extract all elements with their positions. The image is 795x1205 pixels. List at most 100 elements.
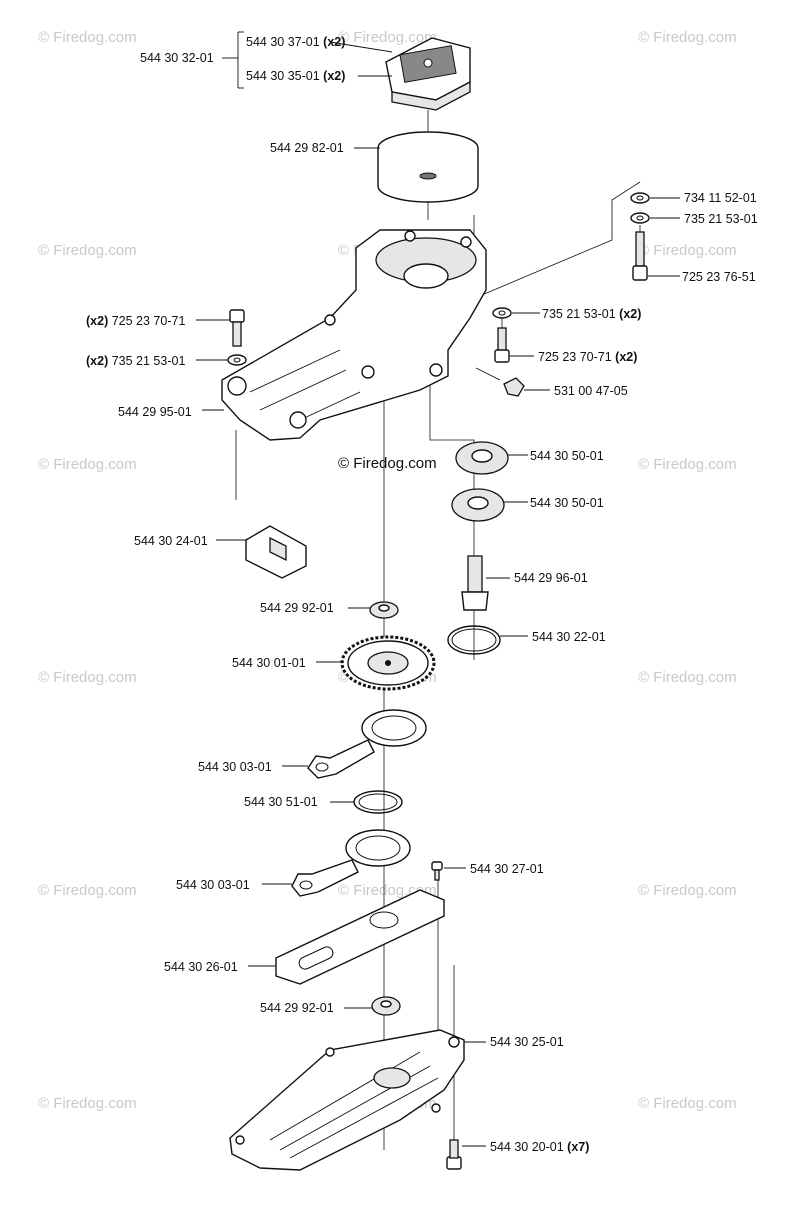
part-number: 544 30 03-01	[176, 878, 250, 892]
part-number: 544 30 35-01	[246, 69, 320, 83]
clutch-shoe-assembly	[329, 37, 471, 111]
guide-plate	[248, 889, 445, 985]
part-label: 544 30 26-01	[164, 960, 238, 974]
watermark: © Firedog.com	[338, 29, 437, 46]
watermark: © Firedog.com	[38, 669, 137, 686]
center-watermark: © Firedog.com	[338, 455, 437, 472]
part-number: 544 29 92-01	[260, 1001, 334, 1015]
part-number: 734 11 52-01	[684, 191, 757, 205]
watermark: © Firedog.com	[638, 456, 737, 473]
connecting-rod-upper	[282, 709, 427, 779]
part-number: 725 23 76-51	[682, 270, 756, 284]
part-label: 544 30 50-01	[530, 496, 604, 510]
part-number: 544 30 37-01	[246, 35, 320, 49]
watermark: © Firedog.com	[38, 456, 137, 473]
small-bearing-bottom	[344, 996, 401, 1016]
part-labels: 544 30 32-01 544 30 37-01 (x2) 544 30 35…	[86, 35, 758, 1154]
part-number: 544 30 20-01	[490, 1140, 564, 1154]
part-number: 544 29 95-01	[118, 405, 192, 419]
part-number: 544 30 03-01	[198, 760, 272, 774]
watermark: © Firedog.com	[38, 1095, 137, 1112]
part-label: 544 29 82-01	[270, 141, 344, 155]
circlip	[447, 625, 528, 655]
bottom-screw	[446, 1139, 486, 1170]
part-label: (x2) 735 21 53-01	[86, 354, 185, 368]
part-label: 544 30 20-01 (x7)	[490, 1140, 589, 1154]
part-label: 544 30 32-01	[140, 51, 214, 65]
small-screw	[431, 861, 466, 881]
screws-right	[475, 192, 680, 397]
part-label: 544 30 01-01	[232, 656, 306, 670]
part-number: 544 30 50-01	[530, 449, 604, 463]
watermark: © Firedog.com	[38, 242, 137, 259]
part-number: 725 23 70-71	[112, 314, 186, 328]
pinion-shaft	[461, 555, 510, 611]
label-bracket	[222, 31, 244, 89]
part-label: 544 30 50-01	[530, 449, 604, 463]
watermark: © Firedog.com	[638, 29, 737, 46]
part-number: 544 30 22-01	[532, 630, 606, 644]
part-label: 544 30 35-01 (x2)	[246, 69, 345, 83]
gear-wheel	[316, 635, 436, 691]
connecting-rod-lower	[262, 829, 411, 897]
gear-housing	[221, 229, 487, 441]
watermark: © Firedog.com	[38, 29, 137, 46]
bearings	[451, 441, 528, 522]
part-label: 544 30 51-01	[244, 795, 318, 809]
watermark: © Firedog.com	[38, 882, 137, 899]
part-number: 544 30 27-01	[470, 862, 544, 876]
part-label: 735 21 53-01	[684, 212, 758, 226]
part-number: 544 30 51-01	[244, 795, 318, 809]
watermark: © Firedog.com	[638, 882, 737, 899]
screws-left	[196, 309, 247, 411]
small-bearing-top	[348, 601, 399, 619]
part-number: 544 30 50-01	[530, 496, 604, 510]
watermark: © Firedog.com	[638, 1095, 737, 1112]
part-number: 544 30 24-01	[134, 534, 208, 548]
part-label: 725 23 76-51	[682, 270, 756, 284]
part-label: (x2) 725 23 70-71	[86, 314, 185, 328]
clutch-drum	[354, 131, 479, 203]
part-label: 544 30 27-01	[470, 862, 544, 876]
part-number: 544 29 82-01	[270, 141, 344, 155]
part-number: 735 21 53-01	[542, 307, 616, 321]
part-label: 544 30 22-01	[532, 630, 606, 644]
part-quantity: (x2)	[323, 69, 345, 83]
part-quantity: (x2)	[615, 350, 637, 364]
part-quantity: (x7)	[567, 1140, 589, 1154]
watermark: © Firedog.com	[638, 669, 737, 686]
part-number: 544 30 25-01	[490, 1035, 564, 1049]
part-label: 531 00 47-05	[554, 384, 628, 398]
gear-cover	[229, 1029, 486, 1171]
part-quantity: (x2)	[86, 354, 108, 368]
part-number: 544 29 96-01	[514, 571, 588, 585]
part-number: 725 23 70-71	[538, 350, 612, 364]
part-label: 734 11 52-01	[684, 191, 757, 205]
part-number: 531 00 47-05	[554, 384, 628, 398]
block-part	[216, 525, 307, 579]
part-number: 544 30 32-01	[140, 51, 214, 65]
part-label: 544 30 37-01 (x2)	[246, 35, 345, 49]
part-label: 544 29 92-01	[260, 601, 334, 615]
part-number: 544 30 01-01	[232, 656, 306, 670]
part-label: 725 23 70-71 (x2)	[538, 350, 637, 364]
small-ring	[330, 790, 403, 814]
part-quantity: (x2)	[86, 314, 108, 328]
part-number: 544 30 26-01	[164, 960, 238, 974]
watermark-layer: © Firedog.com © Firedog.com © Firedog.co…	[38, 29, 737, 1112]
watermark: © Firedog.com	[638, 242, 737, 259]
part-label: 544 30 03-01	[176, 878, 250, 892]
part-label: 544 30 24-01	[134, 534, 208, 548]
part-label: 544 30 25-01	[490, 1035, 564, 1049]
part-number: 544 29 92-01	[260, 601, 334, 615]
part-quantity: (x2)	[323, 35, 345, 49]
part-number: 735 21 53-01	[684, 212, 758, 226]
part-label: 544 30 03-01	[198, 760, 272, 774]
part-label: 735 21 53-01 (x2)	[542, 307, 641, 321]
part-label: 544 29 92-01	[260, 1001, 334, 1015]
part-label: 544 29 96-01	[514, 571, 588, 585]
part-quantity: (x2)	[619, 307, 641, 321]
part-label: 544 29 95-01	[118, 405, 192, 419]
